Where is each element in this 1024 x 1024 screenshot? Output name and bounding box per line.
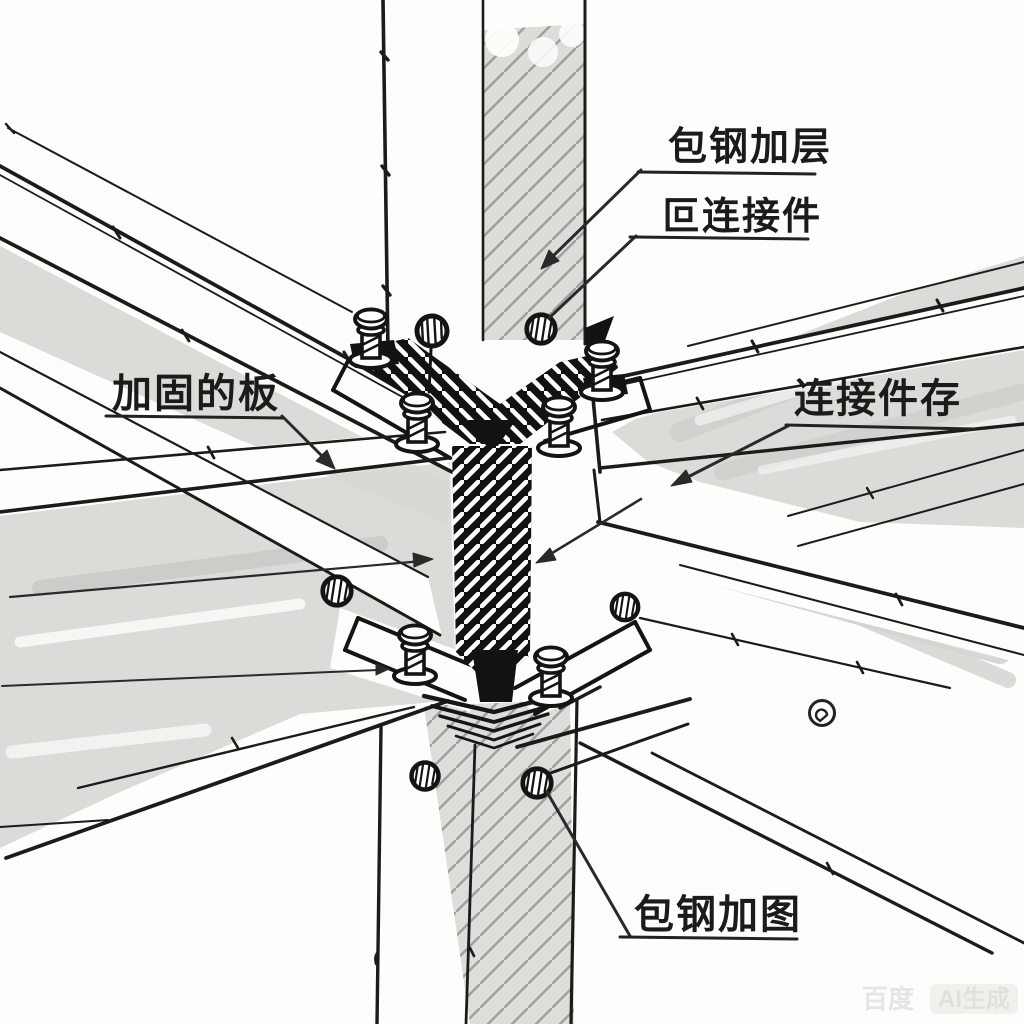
arrowhead [375,663,390,676]
label-underline [104,414,285,420]
fasteners [323,307,836,798]
bolt-head-circle [612,594,638,620]
label-underline [628,235,810,241]
arrowhead [535,547,557,564]
beam-upper-right [588,261,1024,547]
column-upper [379,0,587,354]
label-steel-jacket-layer: 包钢加层 [668,126,832,169]
leaders [1,168,790,938]
watermark-pill [930,984,1018,1014]
column-lower [374,698,579,1024]
annotations: 包钢加层 叵连接件 加固的板 连接件存 包钢加图 [104,126,976,941]
label-connector: 叵连接件 [662,196,822,238]
bolt-head-circle [414,313,450,349]
label-connector-right: 连接件存 [794,377,962,421]
small-circle-mark [808,699,836,727]
chevron-hatch [421,691,567,750]
bolt [348,307,394,370]
bolt-head-circle [527,315,556,344]
label-underline [618,935,799,941]
label-steel-jacket-bottom: 包钢加图 [634,893,802,937]
watermark-tag: AI生成 [938,986,1010,1013]
bolt-head-circle [412,763,439,790]
arrowhead [670,469,693,487]
bolt-head-circle [323,577,352,606]
beam-lower-left [0,430,450,860]
arrowhead [315,449,336,470]
label-underline [636,170,817,176]
arrowhead [412,552,434,568]
label-underline [784,423,976,431]
watermark-brand: 百度 [862,984,914,1014]
watermark: 百度 AI生成 [862,984,1018,1014]
label-reinforced-plate: 加固的板 [112,372,280,416]
arrowhead [540,249,560,270]
beam-lower-right [515,520,1024,955]
